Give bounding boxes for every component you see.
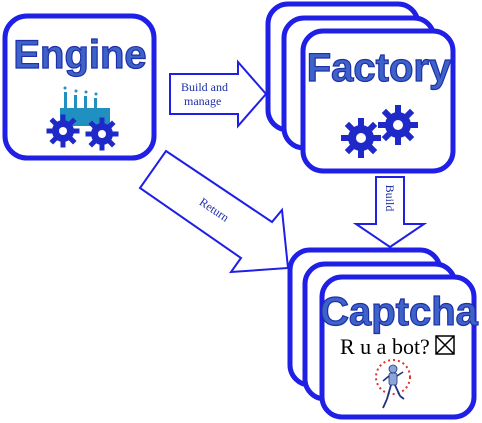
build-manage-label-line2: manage: [184, 94, 221, 108]
gears-icon: [341, 105, 418, 158]
build-manage-arrow: Build and manage: [169, 59, 268, 129]
captcha-question: R u a bot?: [340, 334, 430, 359]
factory-title: Factory: [307, 46, 452, 90]
return-arrow: Return: [138, 149, 290, 274]
factory-node: Factory: [265, 1, 456, 174]
build-label: Build: [383, 185, 397, 212]
engine-node: Engine: [2, 13, 157, 161]
engine-title: Engine: [13, 33, 146, 77]
running-robot-icon: [375, 359, 411, 409]
captcha-node: Captcha R u a bot?: [287, 247, 479, 420]
build-manage-label-line1: Build and: [181, 80, 228, 94]
captcha-title: Captcha: [320, 290, 479, 334]
checkbox-crossed-icon: [435, 335, 455, 355]
factory-gears-icon: [46, 86, 119, 151]
build-arrow: Build: [352, 176, 428, 249]
